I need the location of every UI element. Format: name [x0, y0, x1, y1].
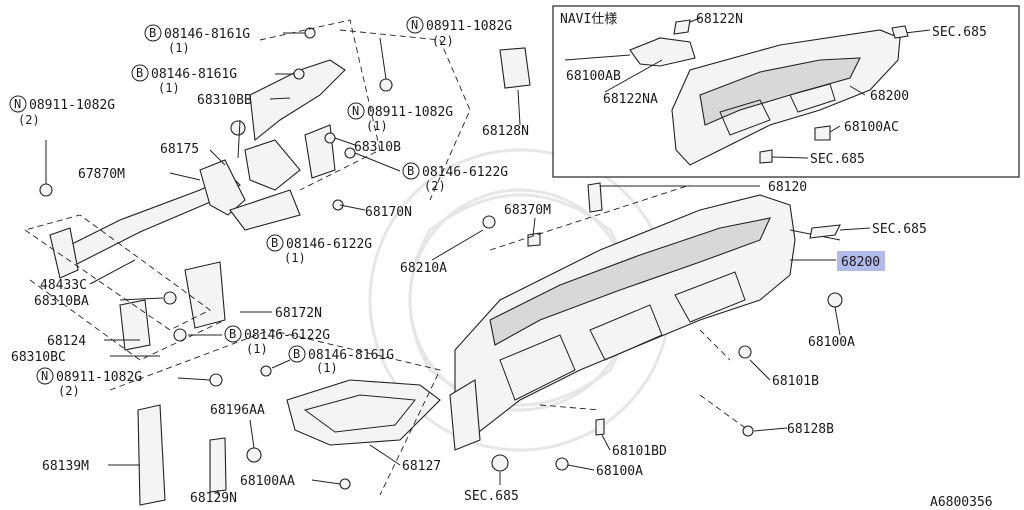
dashboard-68200: [449, 194, 841, 451]
label-inset-sec-top: SEC.685: [932, 25, 987, 40]
label-b2-code: 08146-8161G: [151, 67, 237, 82]
label-68310BC: 68310BC: [11, 350, 66, 365]
label-inset-68100AC: 68100AC: [844, 120, 899, 135]
label-n-left-code: 08911-1082G: [29, 98, 115, 113]
label-sec-right: SEC.685: [872, 222, 927, 237]
label-inset-68200: 68200: [870, 89, 909, 104]
svg-text:B: B: [149, 26, 156, 40]
label-b1-qty: (1): [168, 41, 190, 55]
diagram-id-code: A6800356: [930, 495, 993, 510]
label-b4-code: 08146-6122G: [286, 237, 372, 252]
label-68310B: 68310B: [354, 140, 401, 155]
svg-text:B: B: [229, 327, 236, 341]
label-48433C: 48433C: [40, 278, 87, 293]
label-b2-qty: (1): [158, 81, 180, 95]
label-68100AA: 68100AA: [240, 474, 295, 489]
inset-title: NAVI仕様: [560, 12, 617, 27]
label-68175: 68175: [160, 142, 199, 157]
svg-text:N: N: [41, 369, 48, 383]
dashed-guides: [23, 19, 749, 496]
label-b1-code: 08146-8161G: [164, 27, 250, 42]
label-b3-code: 08146-6122G: [422, 165, 508, 180]
label-68101B: 68101B: [772, 374, 819, 389]
label-68127: 68127: [402, 459, 441, 474]
label-68129N: 68129N: [190, 491, 237, 506]
label-n-left-qty: (2): [18, 113, 40, 127]
label-68101BD: 68101BD: [612, 444, 667, 459]
label-n-mid-code: 08911-1082G: [367, 105, 453, 120]
svg-text:N: N: [352, 104, 359, 118]
label-68170N: 68170N: [365, 205, 412, 220]
label-n-top-qty: (2): [432, 34, 454, 48]
label-68210A: 68210A: [400, 261, 447, 276]
label-inset-68122N: 68122N: [696, 12, 743, 27]
label-67870M: 67870M: [78, 167, 125, 182]
label-n-top-code: 08911-1082G: [426, 19, 512, 34]
label-n-bot-code: 08911-1082G: [56, 370, 142, 385]
svg-text:N: N: [411, 18, 418, 32]
label-68120: 68120: [768, 180, 807, 195]
label-68124: 68124: [47, 334, 86, 349]
label-b3-qty: (2): [424, 179, 446, 193]
prefix-circles: B B N N N B B B B N: [9, 16, 424, 385]
label-b5-code: 08146-6122G: [244, 328, 330, 343]
label-n-mid-qty: (1): [366, 119, 388, 133]
label-sec-bottom: SEC.685: [464, 489, 519, 504]
label-68100A-bottom: 68100A: [596, 464, 643, 479]
label-68310BB: 68310BB: [197, 93, 252, 108]
leader-lines: [45, 32, 871, 495]
svg-text:B: B: [136, 66, 143, 80]
label-68128N: 68128N: [482, 124, 529, 139]
svg-text:N: N: [14, 97, 21, 111]
label-68128B: 68128B: [787, 422, 834, 437]
part-labels: 08146-8161G (1) 08146-8161G (1) 08911-10…: [11, 19, 993, 510]
small-parts: [39, 27, 843, 506]
label-b6-qty: (1): [316, 361, 338, 375]
label-inset-sec-bot: SEC.685: [810, 152, 865, 167]
label-68370M: 68370M: [504, 203, 551, 218]
label-b5-qty: (1): [246, 342, 268, 356]
svg-text:B: B: [293, 347, 300, 361]
highlight-68200: [837, 251, 885, 271]
label-68100A-right: 68100A: [808, 335, 855, 350]
label-n-bot-qty: (2): [58, 384, 80, 398]
svg-text:B: B: [407, 164, 414, 178]
label-68196AA: 68196AA: [210, 403, 265, 418]
label-inset-68100AB: 68100AB: [566, 69, 621, 84]
label-b6-code: 08146-8161G: [308, 348, 394, 363]
label-68172N: 68172N: [275, 306, 322, 321]
svg-text:B: B: [271, 236, 278, 250]
label-inset-68122NA: 68122NA: [603, 92, 658, 107]
label-68310BA: 68310BA: [34, 294, 89, 309]
label-68200: 68200: [841, 255, 880, 270]
label-68139M: 68139M: [42, 459, 89, 474]
label-b4-qty: (1): [284, 251, 306, 265]
navi-inset: NAVI仕様 68122N SEC.685 68100AB 68122NA 68…: [552, 5, 1020, 178]
